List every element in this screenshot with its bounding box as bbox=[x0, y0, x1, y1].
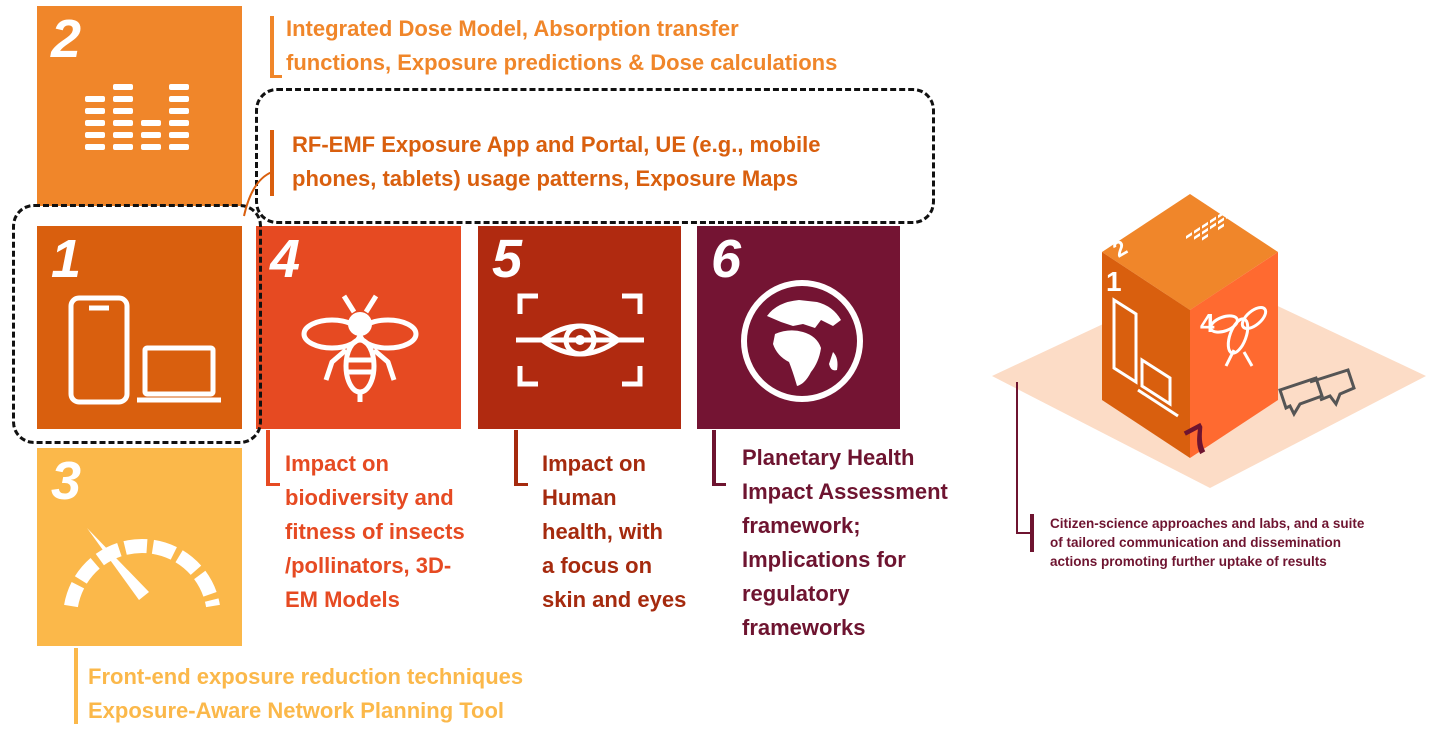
tile-1: 1 bbox=[37, 226, 242, 429]
tile-6-number: 6 bbox=[711, 229, 742, 289]
tile-1-number: 1 bbox=[51, 229, 82, 289]
tile-3-number: 3 bbox=[51, 451, 82, 511]
label-2-bar bbox=[270, 16, 274, 78]
tile-5: 5 bbox=[478, 226, 681, 429]
speedometer-icon bbox=[64, 528, 220, 608]
label-7: Citizen-science approaches and labs, and… bbox=[1050, 516, 1365, 569]
label-3-bar bbox=[74, 648, 78, 724]
label-1-bar bbox=[270, 130, 274, 196]
speech-bubbles-icon bbox=[1278, 368, 1356, 418]
label-2-tick bbox=[270, 75, 282, 78]
label-5-bar bbox=[514, 430, 518, 486]
label-7-bar bbox=[1016, 382, 1018, 534]
label-7-mark bbox=[1030, 514, 1034, 552]
globe-icon bbox=[741, 280, 863, 402]
label-6-tick bbox=[712, 483, 726, 486]
highlight-box-tile-1 bbox=[12, 204, 262, 444]
label-tile-5: Impact on Human health, with a focus on … bbox=[542, 451, 687, 612]
label-tile-3: Front-end exposure reduction techniques … bbox=[88, 664, 524, 723]
tile-3: 3 bbox=[37, 448, 242, 646]
connector-line bbox=[243, 171, 273, 217]
cube-left-face bbox=[1102, 252, 1190, 458]
cube-right-number: 4 bbox=[1200, 308, 1215, 338]
highlight-box-label-1 bbox=[255, 88, 935, 224]
label-tile-4: Impact on biodiversity and fitness of in… bbox=[285, 451, 465, 612]
bee-icon bbox=[301, 294, 419, 402]
tile-6: 6 bbox=[697, 226, 900, 429]
cube-left-number: 1 bbox=[1106, 266, 1122, 297]
tile-2-number: 2 bbox=[51, 9, 82, 69]
label-6-bar bbox=[712, 430, 716, 486]
tile-4: 4 bbox=[256, 226, 461, 429]
label-7-tick bbox=[1016, 532, 1032, 534]
cube-right-face bbox=[1190, 252, 1278, 458]
label-tile-6: Planetary Health Impact Assessment frame… bbox=[742, 445, 948, 640]
tile-4-number: 4 bbox=[270, 229, 301, 289]
label-5-tick bbox=[514, 483, 528, 486]
label-tile-2: Integrated Dose Model, Absorption transf… bbox=[286, 16, 838, 75]
label-4-tick bbox=[266, 483, 280, 486]
label-4-bar bbox=[266, 430, 270, 486]
cube-illustration bbox=[992, 194, 1426, 488]
tile-5-number: 5 bbox=[492, 229, 523, 289]
mobile-devices-icon bbox=[68, 295, 221, 405]
label-tile-1: RF-EMF Exposure App and Portal, UE (e.g.… bbox=[292, 132, 821, 191]
eye-scan-icon bbox=[516, 293, 644, 387]
equalizer-bars-icon bbox=[85, 84, 189, 150]
tile-2: 2 bbox=[37, 6, 242, 206]
